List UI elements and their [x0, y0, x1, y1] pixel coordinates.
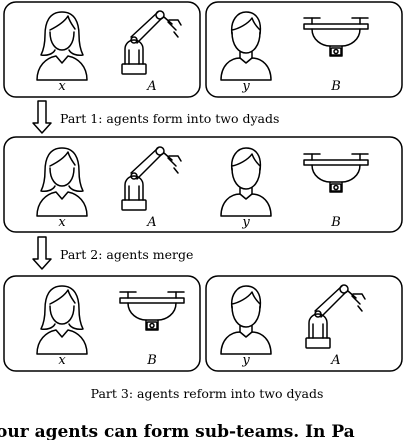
dyad-box-right-1 — [205, 1, 403, 98]
robot-arm-icon — [121, 10, 182, 75]
human-man-icon — [220, 285, 272, 355]
drone-icon — [303, 17, 369, 57]
robot-arm-icon — [305, 284, 366, 349]
agent-label-B: B — [330, 79, 341, 94]
agent-label-A: A — [330, 353, 340, 368]
agent-label-A: A — [146, 79, 156, 94]
down-arrow-icon — [32, 100, 52, 134]
dyad-box-left-3 — [3, 275, 201, 372]
dyad-box-right-3 — [205, 275, 403, 372]
human-man-icon — [220, 11, 272, 81]
dyad-box-left-1 — [3, 1, 201, 98]
agent-label-x: x — [58, 353, 66, 368]
drone-icon — [303, 153, 369, 193]
drone-icon — [119, 291, 185, 331]
down-arrow-icon — [32, 236, 52, 270]
human-woman-icon — [36, 285, 88, 355]
caption-part-3: Part 3: agents reform into two dyads — [91, 386, 324, 401]
robot-arm-icon — [121, 146, 182, 211]
human-woman-icon — [36, 11, 88, 81]
agent-label-x: x — [58, 215, 66, 230]
human-man-icon — [220, 147, 272, 217]
agent-label-B: B — [146, 353, 157, 368]
figure-caption-fragment: our agents can form sub-teams. In Pa — [0, 422, 355, 440]
agent-label-y: y — [241, 215, 250, 230]
agent-label-x: x — [58, 79, 66, 94]
caption-part-2: Part 2: agents merge — [60, 247, 193, 262]
agent-label-B: B — [330, 215, 341, 230]
merged-team-box — [3, 136, 403, 233]
agent-label-A: A — [146, 215, 156, 230]
agent-label-y: y — [241, 79, 250, 94]
agent-label-y: y — [241, 353, 250, 368]
caption-part-1: Part 1: agents form into two dyads — [60, 111, 279, 126]
human-woman-icon — [36, 147, 88, 217]
